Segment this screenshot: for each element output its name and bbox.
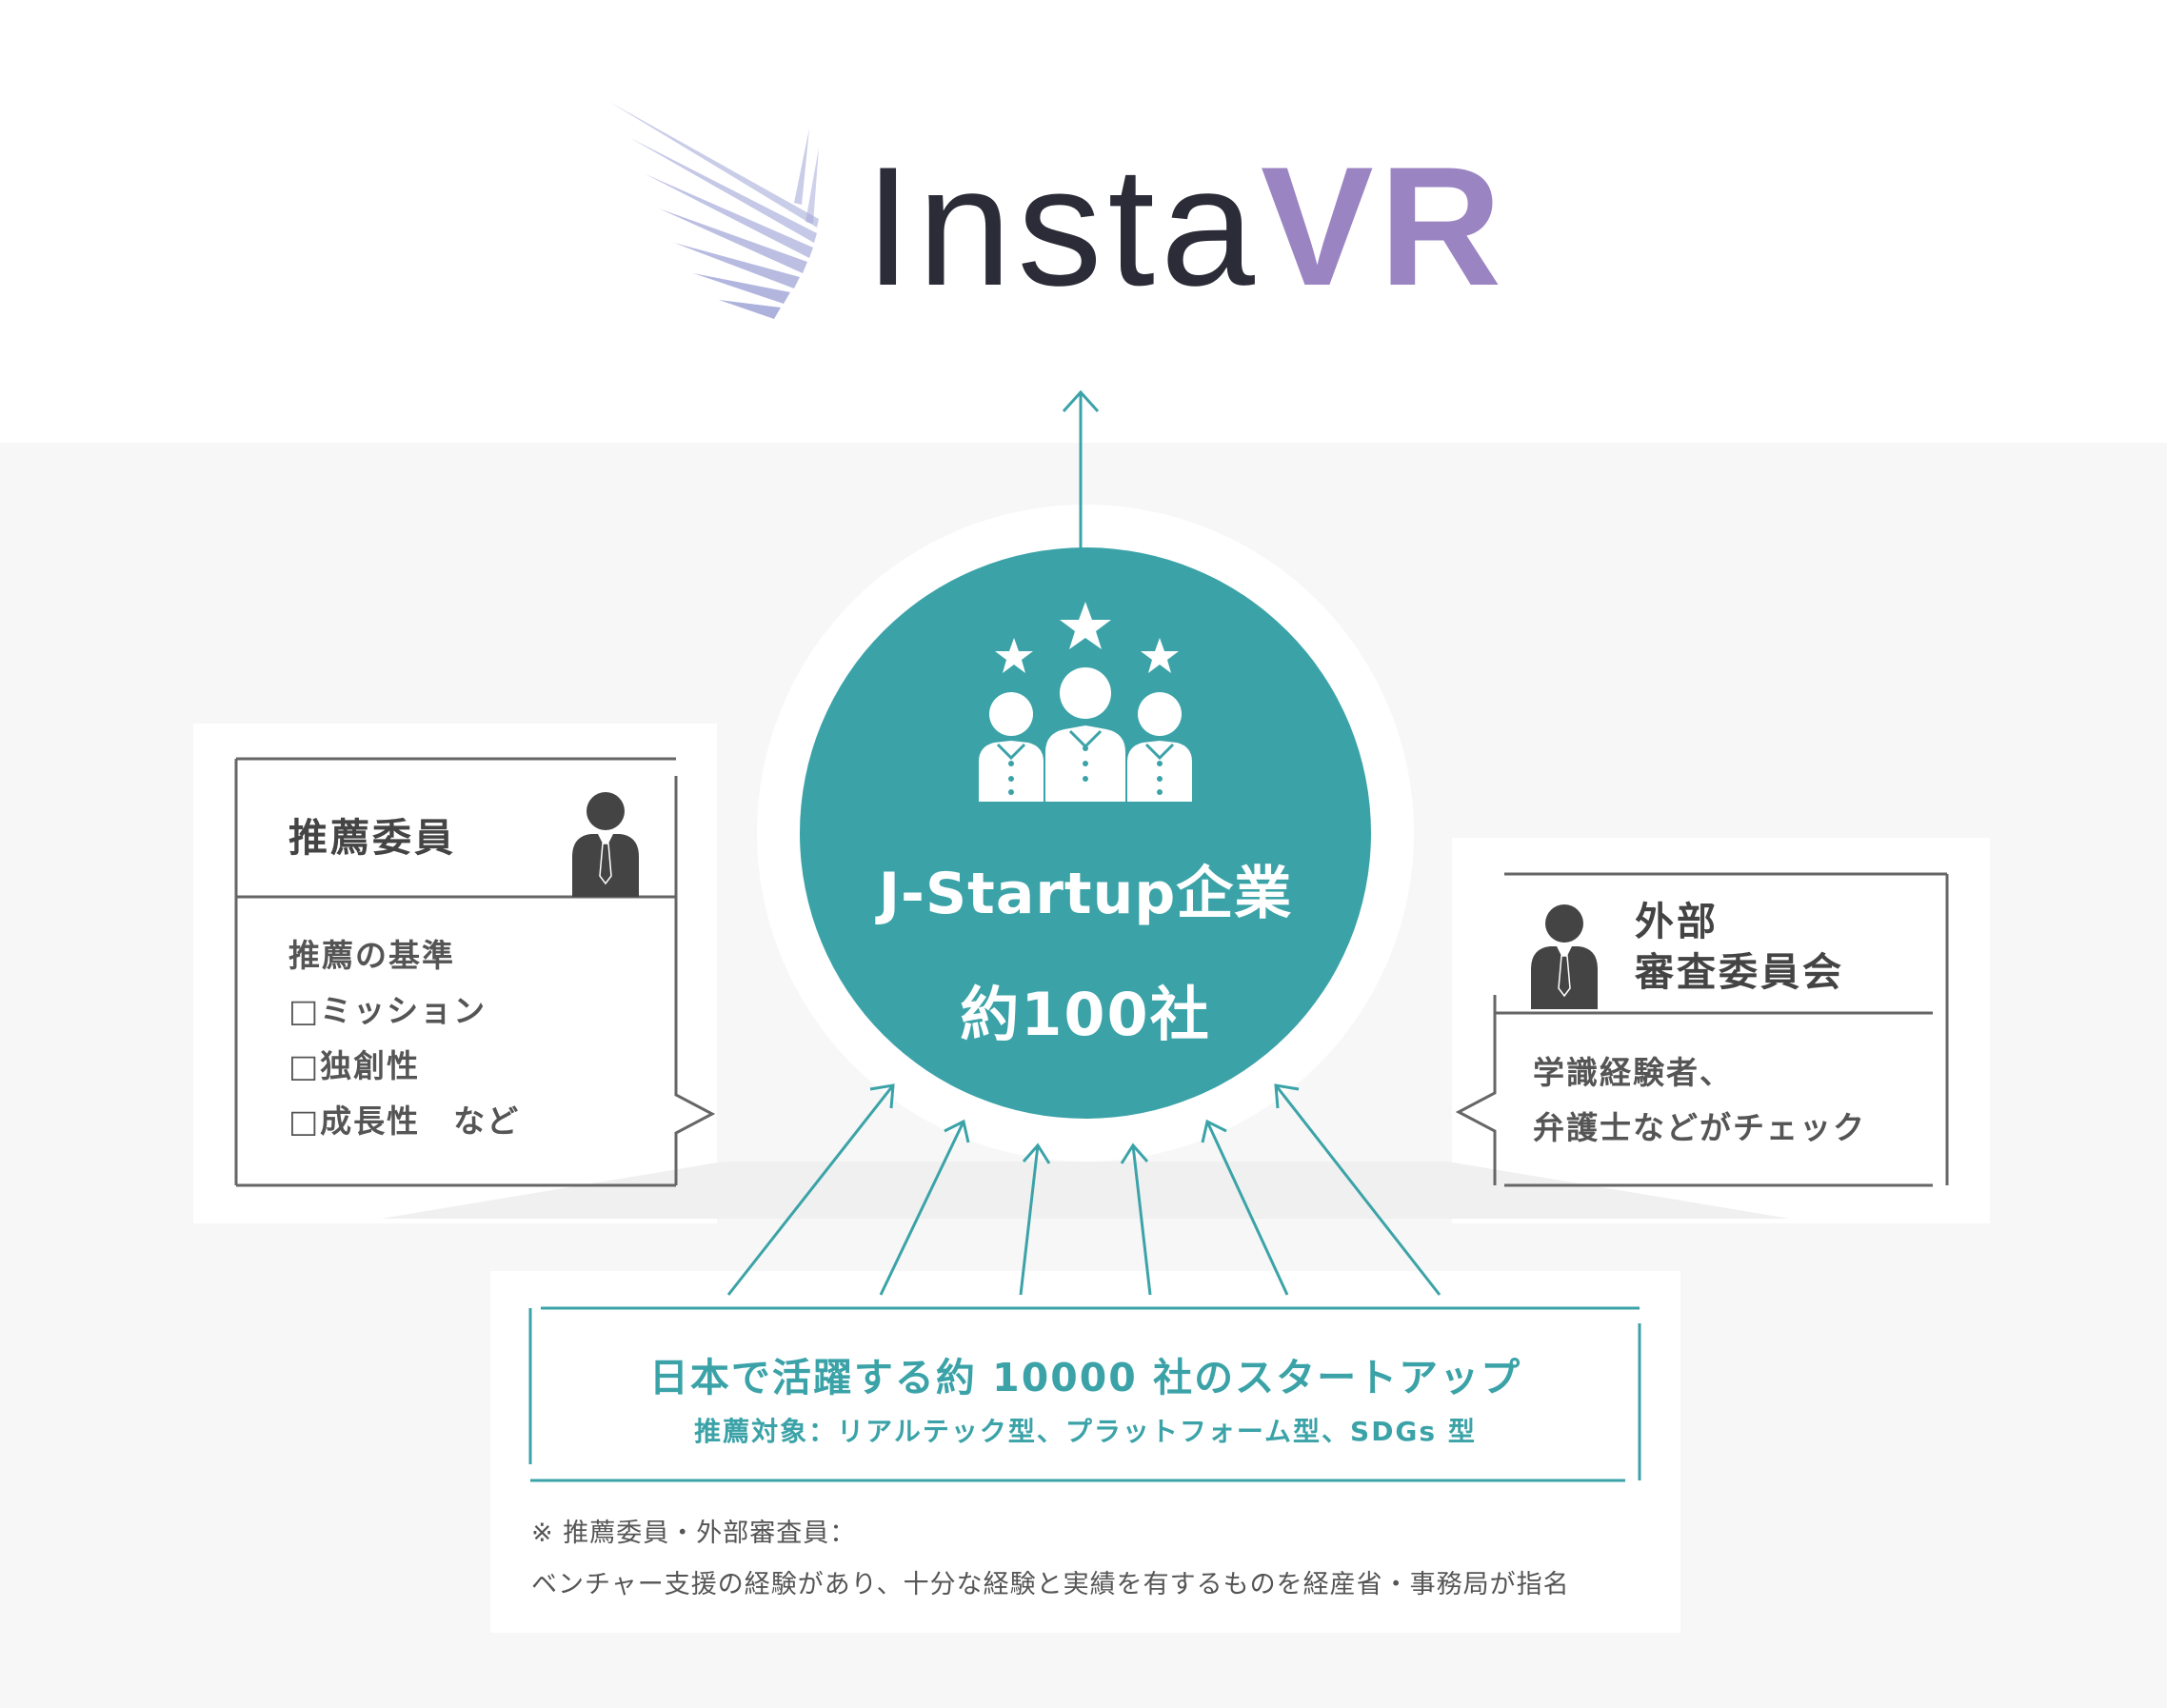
criteria-item: □独創性 [288,1047,421,1084]
criteria-item: □成長性 など [288,1102,521,1140]
hub-wedge [381,1162,1790,1219]
pool-frame [528,1306,1641,1482]
hub-subtitle: 約100社 [960,980,1211,1049]
right-card-line: 弁護士などがチェック [1533,1109,1866,1146]
header: InstaVR [0,0,2167,443]
criteria-item: □ミッション [288,992,487,1029]
hub-title: J-Startup企業 [878,861,1293,927]
pool-title: 日本で活躍する約 10000 社のスタートアップ [648,1355,1522,1400]
right-card-description: 学識経験者、 弁護士などがチェック [1533,1045,1866,1156]
pool-panel [490,1271,1680,1633]
right-card-frame [1455,872,1949,1187]
up-arrow [1062,389,1100,550]
right-card-line: 学識経験者、 [1533,1054,1733,1091]
footnote-line-1: ※ 推薦委員・外部審査員： [531,1519,857,1548]
footnote-line-2: ベンチャー支援の経験があり、十分な経験と実績を有するものを経産省・事務局が指名 [531,1570,1570,1599]
left-card-criteria: 推薦の基準 □ミッション □独創性 □成長性 など [288,928,520,1149]
logo-text-insta: Insta [865,131,1261,321]
businessman-icon [1531,904,1598,1009]
right-card-title-line: 外部 [1635,899,1719,944]
pool-subtitle: 推薦対象：リアルテック型、プラットフォーム型、SDGs 型 [694,1416,1477,1447]
logo-text-vr: VR [1260,131,1508,321]
wing-logo-icon [609,102,819,319]
right-card-title: 外部 審査委員会 [1635,897,1844,998]
right-card-title-line: 審査委員会 [1635,949,1844,995]
businessman-icon [572,792,639,897]
left-card-panel [193,724,717,1223]
converging-arrows [726,1083,1441,1296]
right-card-panel [1452,838,1990,1223]
hub-circle [800,547,1371,1119]
left-card-title: 推薦委員 [288,815,456,861]
criteria-heading: 推薦の基準 [288,937,455,974]
logo-wordmark: InstaVR [865,141,1507,312]
